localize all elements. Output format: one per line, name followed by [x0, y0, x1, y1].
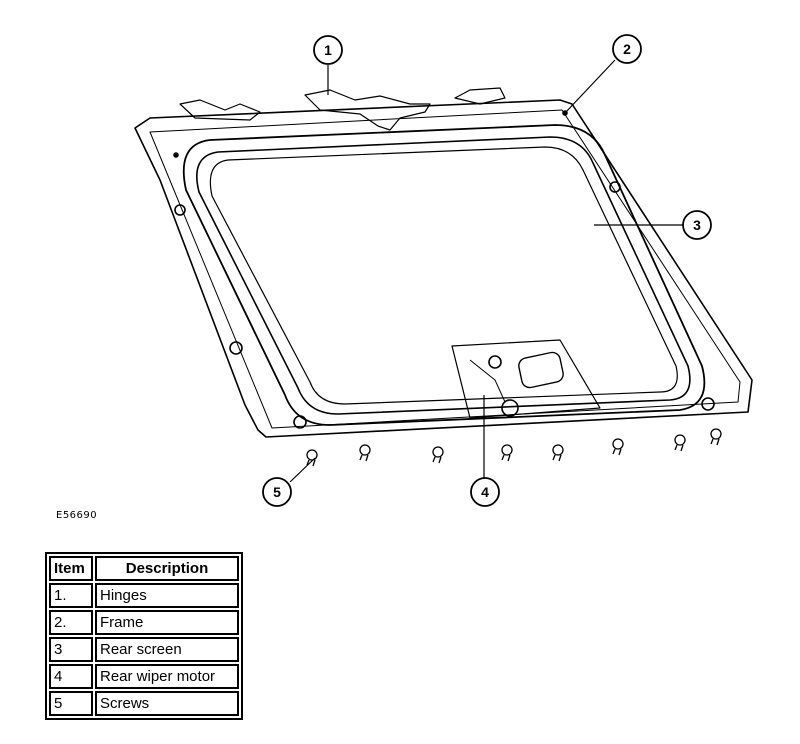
legend-description-cell: Rear screen — [95, 637, 239, 662]
table-row: 2. Frame — [49, 610, 239, 635]
callout-3-label: 3 — [693, 217, 701, 233]
wiper-motor-bracket — [451, 339, 601, 419]
table-row: 1. Hinges — [49, 583, 239, 608]
figure-id: E56690 — [56, 510, 98, 521]
legend-item-cell: 3 — [49, 637, 93, 662]
hinge-centre — [304, 89, 431, 131]
legend-description-cell: Frame — [95, 610, 239, 635]
legend-table: Item Description 1. Hinges 2. Frame 3 Re… — [45, 552, 243, 720]
frame-surround — [182, 124, 706, 426]
table-row: 4 Rear wiper motor — [49, 664, 239, 689]
tailgate-diagram: 1 2 3 4 5 — [134, 34, 753, 507]
legend-item-cell: 4 — [49, 664, 93, 689]
legend-header-row: Item Description — [49, 556, 239, 581]
hinge-left — [179, 99, 261, 121]
screw — [674, 434, 686, 452]
screw — [552, 444, 564, 462]
callout-4-label: 4 — [481, 484, 489, 500]
tailgate-inner-edge — [149, 109, 741, 429]
wiper-motor-spindle — [501, 399, 519, 417]
screw — [710, 428, 722, 446]
callout-2-circle — [612, 34, 642, 64]
callout-1-circle — [313, 35, 343, 65]
table-row: 5 Screws — [49, 691, 239, 716]
legend-description-cell: Screws — [95, 691, 239, 716]
tailgate-outer-frame — [134, 99, 753, 438]
callout-5-circle — [262, 477, 292, 507]
legend-header-description: Description — [95, 556, 239, 581]
screw — [306, 449, 318, 467]
legend-description-cell: Hinges — [95, 583, 239, 608]
screw — [612, 438, 624, 456]
wiper-motor-body — [518, 351, 564, 389]
screw — [432, 446, 444, 464]
callout-4-circle — [470, 477, 500, 507]
screws-row — [306, 428, 722, 467]
hinge-right — [454, 87, 506, 105]
screw — [359, 444, 371, 462]
frame-surround-inner — [196, 136, 691, 415]
legend-item-cell: 2. — [49, 610, 93, 635]
callout-5-label: 5 — [273, 484, 281, 500]
legend-header-item: Item — [49, 556, 93, 581]
legend-item-cell: 1. — [49, 583, 93, 608]
callout-2-label: 2 — [623, 41, 631, 57]
legend-item-cell: 5 — [49, 691, 93, 716]
callout-1-label: 1 — [324, 42, 332, 58]
legend-description-cell: Rear wiper motor — [95, 664, 239, 689]
table-row: 3 Rear screen — [49, 637, 239, 662]
rear-screen-glass — [209, 146, 678, 405]
callout-3-circle — [682, 210, 712, 240]
screw — [501, 444, 513, 462]
